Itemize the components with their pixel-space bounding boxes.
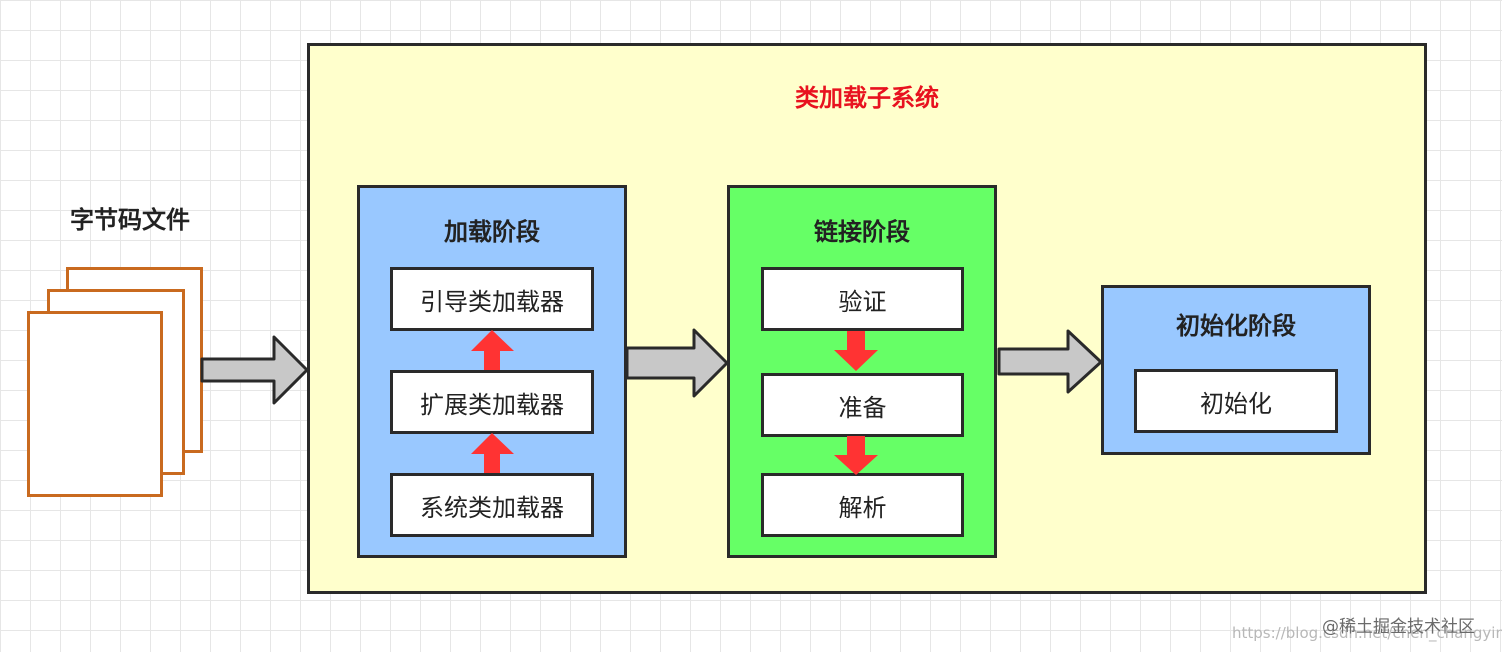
watermark-main: @稀土掘金技术社区 — [1322, 617, 1475, 637]
watermark-url: https://blog.csdn.net/chen_changying — [1232, 624, 1502, 642]
arrow-down-icon — [834, 331, 878, 371]
bytecode-file-page-1 — [27, 311, 163, 497]
linking-stage-title: 链接阶段 — [814, 218, 910, 246]
init-stage-title: 初始化阶段 — [1176, 312, 1296, 340]
verify-step: 验证 — [761, 267, 964, 331]
loading-stage-title: 加载阶段 — [444, 218, 540, 246]
arrow-down-icon — [834, 436, 878, 475]
system-classloader: 系统类加载器 — [390, 473, 594, 537]
extension-classloader: 扩展类加载器 — [390, 370, 594, 434]
prepare-step: 准备 — [761, 373, 964, 437]
arrow-right-icon — [625, 328, 729, 398]
subsystem-title: 类加载子系统 — [795, 84, 939, 112]
arrow-up-icon — [471, 433, 514, 473]
arrow-right-icon — [200, 335, 309, 405]
arrow-right-icon — [997, 329, 1103, 394]
resolve-step: 解析 — [761, 473, 964, 537]
init-step: 初始化 — [1134, 369, 1338, 433]
arrow-up-icon — [471, 330, 514, 370]
bootstrap-classloader: 引导类加载器 — [390, 267, 594, 331]
bytecode-label: 字节码文件 — [70, 206, 190, 234]
